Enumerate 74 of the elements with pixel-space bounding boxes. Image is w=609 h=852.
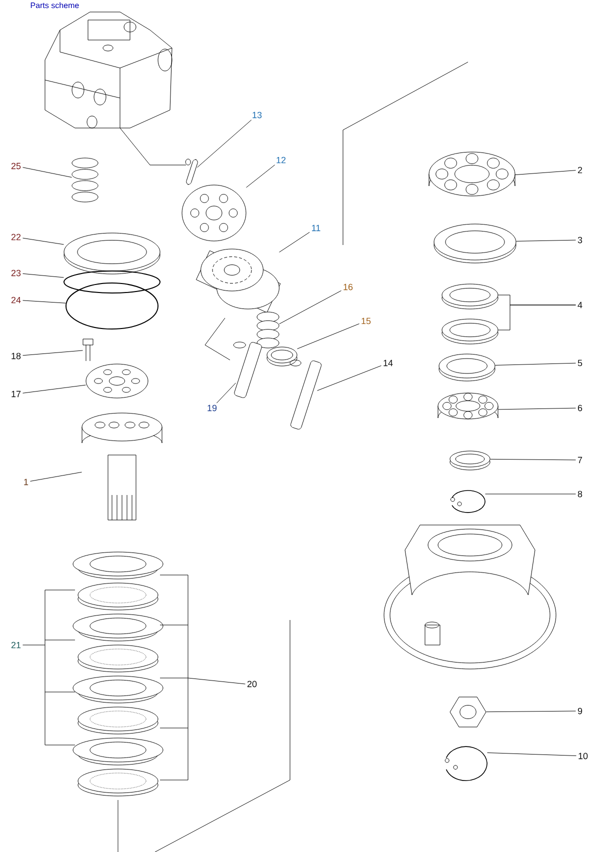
leader-line (516, 240, 576, 242)
callout-number: 9 (576, 706, 584, 716)
callout-number: 11 (310, 223, 322, 233)
ring-drawing (434, 224, 516, 264)
callout-number: 10 (576, 751, 590, 761)
leader-line (486, 710, 576, 712)
spring-drawing (72, 158, 98, 202)
callout-number: 21 (10, 640, 22, 650)
plate-drawing (182, 184, 246, 242)
leader-line (22, 167, 72, 178)
leader-line (490, 458, 576, 460)
callout-number: 18 (10, 351, 22, 361)
callout-number: 2 (576, 165, 584, 175)
callout-number: 25 (10, 161, 22, 171)
callout-number: 23 (10, 268, 22, 278)
callout-number: 13 (250, 110, 264, 120)
plate-drawing (86, 364, 148, 398)
leader-line (297, 324, 360, 350)
leader-line (495, 362, 576, 366)
callout-number: 20 (246, 679, 258, 689)
leader-line (216, 382, 236, 404)
gear-shaft-drawing (82, 412, 162, 520)
leader-line (22, 300, 66, 304)
leader-line (317, 365, 382, 391)
leader-line (246, 164, 276, 188)
callout-number: 8 (576, 489, 584, 499)
ring-drawing (442, 318, 498, 344)
callout-number: 15 (360, 316, 372, 326)
ring-drawing (64, 232, 160, 274)
title: Parts scheme (30, 2, 79, 8)
callout-number: 1 (22, 477, 30, 487)
bearing-drawing (438, 392, 498, 420)
ring-drawing (438, 354, 496, 382)
cylinder-block-drawing (196, 248, 281, 313)
disc-stack-drawing (44, 552, 188, 796)
callout-number: 22 (10, 232, 22, 242)
ring-drawing (442, 284, 498, 310)
leader-line (487, 752, 576, 756)
leader-line (22, 238, 64, 245)
ring-drawing (450, 450, 490, 470)
bolt-drawing (82, 338, 94, 362)
callout-number: 24 (10, 295, 22, 305)
leader-line (22, 273, 64, 278)
spring-drawing (256, 312, 280, 348)
leader-line (22, 384, 86, 394)
leader-line (197, 120, 252, 168)
leader-line (498, 304, 576, 330)
callout-number: 14 (382, 358, 394, 368)
callout-number: 16 (342, 282, 354, 292)
callout-number: 7 (576, 455, 584, 465)
leader-line (22, 350, 83, 356)
bearing-drawing (428, 152, 516, 196)
nut-drawing (450, 696, 486, 728)
leader-line (188, 678, 246, 684)
o-ring (66, 282, 158, 330)
callout-number: 5 (576, 358, 584, 368)
pin-drawing (290, 360, 322, 430)
leader-line (279, 290, 342, 324)
callout-number: 12 (274, 155, 288, 165)
snap-ring-drawing (444, 746, 488, 781)
leader-line (498, 408, 576, 410)
callout-number: 3 (576, 235, 584, 245)
pin-drawing (185, 158, 198, 185)
leader-line (515, 170, 576, 176)
callout-number: 6 (576, 403, 584, 413)
pin-drawing (233, 342, 262, 398)
callout-number: 17 (10, 389, 22, 399)
leader-line (30, 472, 82, 482)
o-ring (64, 270, 160, 294)
snap-ring-drawing (450, 490, 486, 513)
callout-number: 4 (576, 300, 584, 310)
leader-line (22, 644, 46, 646)
leader-line (279, 232, 310, 252)
callout-number: 19 (206, 403, 218, 413)
